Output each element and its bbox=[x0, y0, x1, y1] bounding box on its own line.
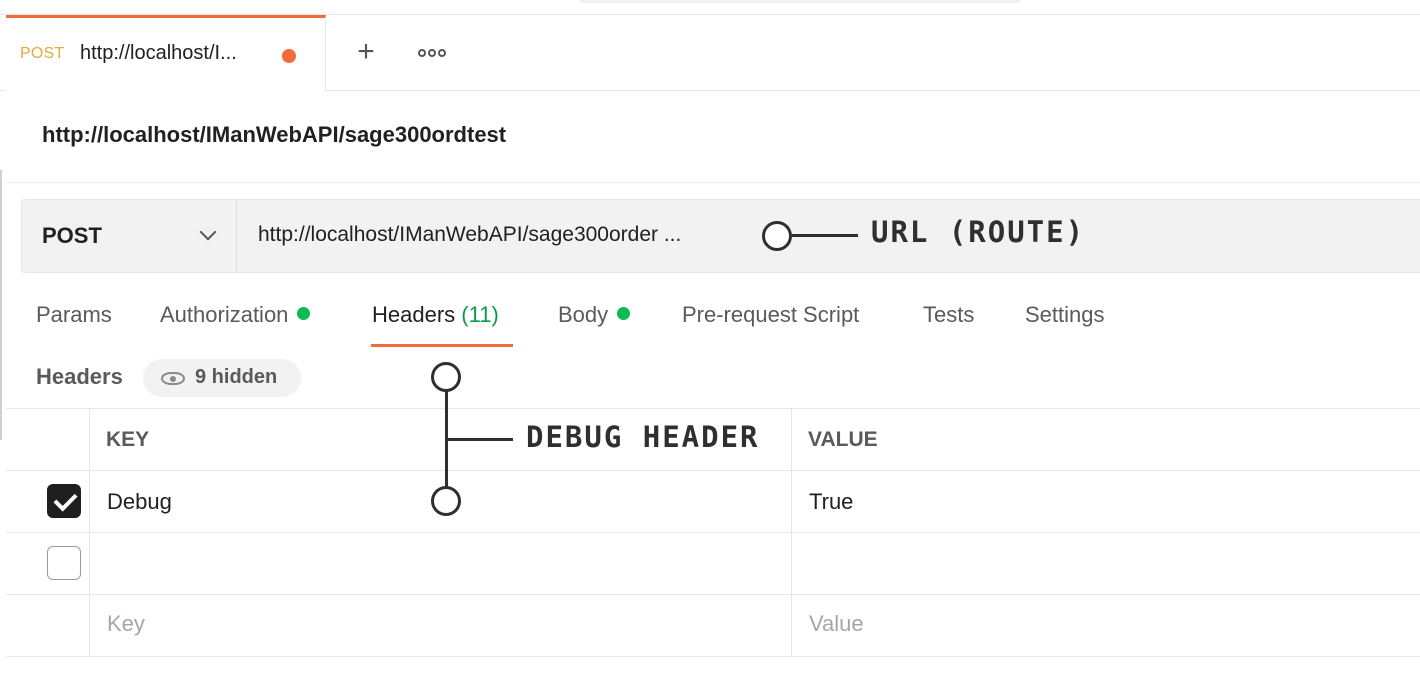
tab-body[interactable]: Body bbox=[558, 302, 631, 348]
tab-authorization[interactable]: Authorization bbox=[160, 302, 311, 348]
url-annotation-marker bbox=[762, 221, 792, 251]
chevron-down-icon bbox=[199, 223, 217, 241]
url-annotation-label: URL (ROUTE) bbox=[871, 215, 1086, 249]
tab-params[interactable]: Params bbox=[36, 302, 112, 327]
hidden-headers-toggle[interactable]: 9 hidden bbox=[143, 359, 301, 397]
url-bar: POST http://localhost/IManWebAPI/sage300… bbox=[21, 199, 1420, 273]
debug-annotation-marker bbox=[431, 362, 461, 392]
ellipsis-icon[interactable] bbox=[416, 41, 450, 65]
sidebar-edge bbox=[0, 170, 2, 440]
header-value-cell[interactable] bbox=[809, 551, 1409, 581]
request-name[interactable]: http://localhost/IManWebAPI/sage300ordte… bbox=[42, 122, 507, 147]
header-key-cell[interactable] bbox=[107, 551, 767, 581]
active-tab-indicator bbox=[371, 344, 513, 347]
name-divider bbox=[6, 182, 1420, 183]
header-key-cell[interactable]: Debug bbox=[107, 489, 172, 514]
headers-table: KEY VALUE Debug True Key Value bbox=[6, 408, 1420, 657]
window-top-edge bbox=[580, 0, 1020, 3]
row-enable-checkbox[interactable] bbox=[47, 546, 81, 580]
eye-icon bbox=[161, 372, 185, 385]
table-row-divider bbox=[6, 532, 1420, 533]
row-enable-checkbox[interactable] bbox=[47, 484, 81, 518]
url-input[interactable]: http://localhost/IManWebAPI/sage300order… bbox=[258, 223, 682, 246]
debug-annotation-line bbox=[445, 390, 448, 502]
request-tab-method: POST bbox=[20, 45, 65, 62]
request-tab-bar: POST http://localhost/I... + bbox=[0, 15, 1420, 91]
table-border bbox=[6, 408, 1420, 409]
table-row-divider bbox=[6, 656, 1420, 657]
table-row-divider bbox=[6, 594, 1420, 595]
headers-section-label: Headers bbox=[36, 364, 123, 389]
url-annotation-line bbox=[792, 234, 858, 237]
table-column-divider bbox=[89, 408, 90, 657]
value-column-header: VALUE bbox=[808, 428, 878, 451]
method-select[interactable]: POST bbox=[22, 200, 237, 272]
top-divider bbox=[0, 14, 1420, 15]
table-row-divider bbox=[6, 470, 1420, 471]
tab-headers[interactable]: Headers (11) bbox=[372, 302, 499, 327]
key-column-header: KEY bbox=[106, 428, 150, 451]
new-value-input[interactable]: Value bbox=[809, 611, 864, 636]
unsaved-changes-dot-icon bbox=[282, 49, 296, 63]
new-key-input[interactable]: Key bbox=[107, 611, 145, 636]
request-tab-title: http://localhost/I... bbox=[80, 42, 237, 64]
hidden-headers-count: 9 hidden bbox=[195, 366, 278, 388]
tab-pre-request-script[interactable]: Pre-request Script bbox=[682, 302, 860, 327]
headers-count: (11) bbox=[461, 302, 499, 327]
tab-settings[interactable]: Settings bbox=[1025, 302, 1105, 327]
table-column-divider bbox=[791, 408, 792, 657]
debug-annotation-label: DEBUG HEADER bbox=[526, 420, 760, 454]
header-value-cell[interactable]: True bbox=[809, 489, 854, 514]
body-status-dot-icon bbox=[617, 307, 631, 320]
tab-tests[interactable]: Tests bbox=[923, 302, 975, 327]
request-tab[interactable]: POST http://localhost/I... bbox=[6, 15, 326, 91]
plus-icon[interactable]: + bbox=[357, 35, 375, 68]
debug-annotation-marker bbox=[431, 486, 461, 516]
debug-annotation-line bbox=[447, 438, 513, 441]
authorization-status-dot-icon bbox=[297, 307, 311, 320]
method-select-label: POST bbox=[42, 223, 102, 248]
